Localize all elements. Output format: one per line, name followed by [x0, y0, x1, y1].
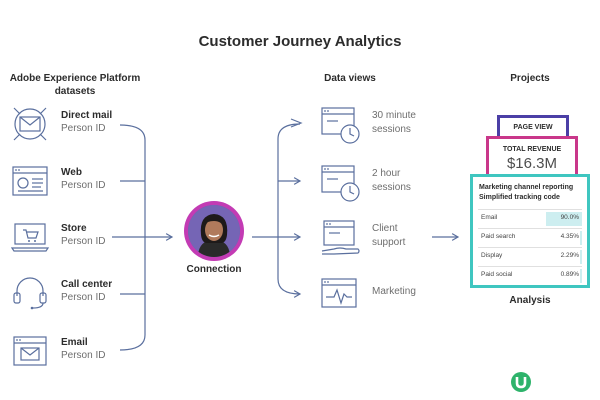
data-view-2-hour-sessions: 2 hour sessions: [320, 163, 440, 203]
views-header: Data views: [324, 73, 376, 84]
share-bar: [580, 250, 582, 264]
data-view-30-minute-sessions: 30 minute sessions: [320, 105, 440, 145]
source-name: Direct mail: [61, 110, 113, 121]
source-direct-mail: Direct mail Person ID: [11, 107, 131, 141]
person-avatar-icon: [188, 205, 240, 257]
source-name: Store: [61, 223, 87, 234]
total-revenue-value: $16.3M: [506, 155, 558, 172]
source-web: Web Person ID: [11, 164, 131, 198]
data-view-client-support: Client support: [320, 218, 440, 258]
source-name: Web: [61, 167, 82, 178]
table-row: Paid search 4.35%: [478, 228, 582, 247]
data-view-label: 30 minute sessions: [372, 110, 416, 135]
source-id: Person ID: [61, 236, 106, 247]
source-id: Person ID: [61, 292, 106, 303]
source-id: Person ID: [61, 350, 106, 361]
share-bar: [546, 212, 582, 226]
analysis-label: Analysis: [509, 295, 551, 306]
share-bar: [580, 269, 582, 283]
share-bar: [580, 231, 582, 245]
total-revenue-label: TOTAL REVENUE: [502, 146, 562, 153]
views-bracket: [277, 123, 302, 298]
data-view-label: 2 hour sessions: [372, 168, 411, 193]
headset-icon: [13, 277, 47, 310]
window-pulse-icon: [321, 278, 357, 308]
window-clock-icon: [321, 165, 360, 202]
data-view-label: Marketing: [372, 286, 416, 297]
window-clock-icon: [321, 107, 360, 144]
source-store: Store Person ID: [11, 220, 131, 254]
source-id: Person ID: [61, 180, 106, 191]
source-call-center: Call center Person ID: [11, 276, 131, 310]
table-row: Paid social 0.89%: [478, 266, 582, 285]
page-view-label: PAGE VIEW: [513, 124, 553, 131]
connection-label: Connection: [186, 264, 242, 275]
connection-avatar: [184, 201, 244, 261]
table-row: Email 90.0%: [478, 209, 582, 228]
report-subtitle: Simplified tracking code: [479, 194, 560, 201]
marketing-report-card: Marketing channel reporting Simplified t…: [470, 174, 590, 288]
brand-logo: [511, 372, 531, 392]
source-name: Email: [61, 337, 88, 348]
data-view-marketing: Marketing: [320, 276, 440, 316]
window-hand-icon: [321, 220, 360, 255]
report-title: Marketing channel reporting: [479, 184, 574, 191]
source-name: Call center: [61, 279, 113, 290]
store-cart-icon: [11, 223, 50, 252]
sources-header: Adobe Experience Platform datasets: [9, 73, 141, 97]
projects-header: Projects: [510, 73, 550, 84]
email-icon: [13, 336, 47, 366]
data-view-label: Client support: [372, 223, 406, 248]
page-title: Customer Journey Analytics: [198, 33, 402, 50]
source-id: Person ID: [61, 123, 106, 134]
web-icon: [12, 166, 48, 196]
source-email: Email Person ID: [11, 334, 131, 368]
table-row: Display 2.29%: [478, 247, 582, 266]
report-table: Email 90.0% Paid search 4.35% Display 2.…: [478, 209, 582, 285]
brand-u-icon: [515, 377, 527, 389]
direct-mail-icon: [13, 107, 47, 141]
